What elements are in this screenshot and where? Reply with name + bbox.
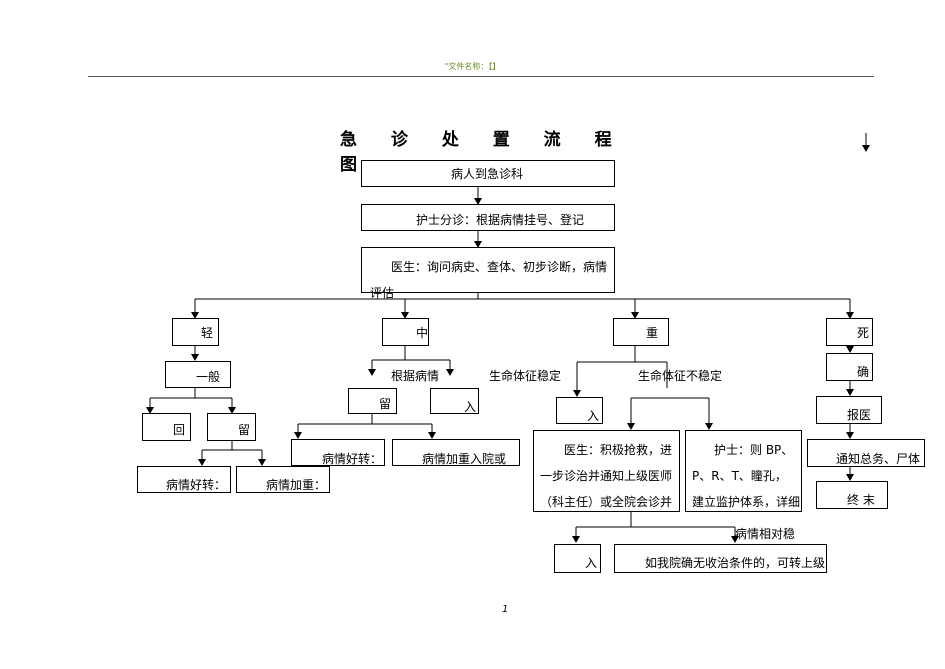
document-header: "文件名称：【】 xyxy=(444,62,501,71)
page-title: 急 诊 处 置 流 程 图 xyxy=(340,130,626,175)
page-number: 1 xyxy=(502,604,509,615)
arrival-label: 病人到急诊科 xyxy=(451,167,524,181)
notify-box: 通知总务、尸体 xyxy=(807,439,925,467)
admit-moderate-box: 入 xyxy=(430,388,479,414)
worse-admit-label: 病情加重入院或 xyxy=(422,452,507,466)
nurse-line-1: 护士：则 BP、 xyxy=(714,443,794,457)
notify-label: 通知总务、尸体 xyxy=(836,452,921,466)
observe-box: 留 xyxy=(207,413,256,441)
doctor-rescue-line-2: 一步诊治并通知上级医师 xyxy=(540,469,673,483)
doctor-assessment-label: 医生：询问病史、查体、初步诊断，病情 xyxy=(391,260,608,274)
report-box: 报医 xyxy=(816,396,882,424)
vital-unstable-label: 生命体征不稳定 xyxy=(638,369,723,383)
transfer-label: 如我院确无收治条件的，可转上级 xyxy=(645,556,826,570)
general-box: 一般 xyxy=(165,361,231,388)
triage-box: 护士分诊：根据病情挂号、登记 xyxy=(361,204,615,231)
doctor-assessment-label-2: 评估 xyxy=(370,286,395,300)
confirm-label: 确 xyxy=(857,365,870,379)
end-box: 终 末 xyxy=(816,481,888,509)
worse-a-box: 病情加重： xyxy=(236,466,330,493)
death-label: 死 xyxy=(857,326,870,340)
confirm-box: 确 xyxy=(826,353,873,381)
admit-stable-label: 入 xyxy=(587,409,600,423)
doctor-rescue-box: 医生：积极抢救，进 一步诊治并通知上级医师 （科主任）或全院会诊并 xyxy=(533,430,680,512)
triage-label: 护士分诊：根据病情挂号、登记 xyxy=(416,213,585,227)
improved-a-box: 病情好转： xyxy=(137,466,231,493)
admit-moderate-label: 入 xyxy=(464,400,477,414)
end-label: 终 末 xyxy=(847,493,875,507)
doctor-rescue-line-1: 医生：积极抢救，进 xyxy=(564,443,673,457)
improved-a-label: 病情好转： xyxy=(166,478,227,492)
report-label: 报医 xyxy=(847,408,872,422)
header-rule xyxy=(88,76,874,77)
doctor-assessment-box: 医生：询问病史、查体、初步诊断，病情 xyxy=(361,247,615,293)
nurse-line-2: P、R、T、瞳孔， xyxy=(692,469,787,483)
mild-label: 轻 xyxy=(201,326,214,340)
severe-box: 重 xyxy=(613,318,669,346)
moderate-box: 中 xyxy=(382,318,429,346)
obs-moderate-label: 留 xyxy=(379,397,392,411)
transfer-box: 如我院确无收治条件的，可转上级 xyxy=(614,544,827,573)
worse-a-label: 病情加重： xyxy=(266,478,327,492)
severe-label: 重 xyxy=(646,326,659,340)
arrival-box: 病人到急诊科 xyxy=(361,160,615,187)
worse-admit-box: 病情加重入院或 xyxy=(392,439,520,466)
improved-b-box: 病情好转： xyxy=(291,439,385,466)
improved-b-label: 病情好转： xyxy=(322,452,383,466)
doctor-rescue-line-3: （科主任）或全院会诊并 xyxy=(540,495,673,509)
obs-moderate-box: 留 xyxy=(348,388,397,414)
nurse-monitor-box: 护士：则 BP、 P、R、T、瞳孔， 建立监护体系，详细 xyxy=(685,430,802,512)
vital-stable-label: 生命体征稳定 xyxy=(489,369,562,383)
death-box: 死 xyxy=(826,318,873,346)
admit-final-box: 入 xyxy=(554,544,601,573)
moderate-label: 中 xyxy=(416,326,429,340)
relatively-stable-label: 病情相对稳 xyxy=(735,527,796,541)
return-home-box: 回 xyxy=(142,413,191,441)
return-home-label: 回 xyxy=(173,423,186,437)
observe-label: 留 xyxy=(238,423,251,437)
admit-final-label: 入 xyxy=(585,556,598,570)
nurse-line-3: 建立监护体系，详细 xyxy=(692,495,801,509)
mild-box: 轻 xyxy=(172,318,219,346)
by-condition-label: 根据病情 xyxy=(391,369,440,383)
general-label: 一般 xyxy=(196,370,221,384)
admit-stable-box: 入 xyxy=(556,397,603,424)
